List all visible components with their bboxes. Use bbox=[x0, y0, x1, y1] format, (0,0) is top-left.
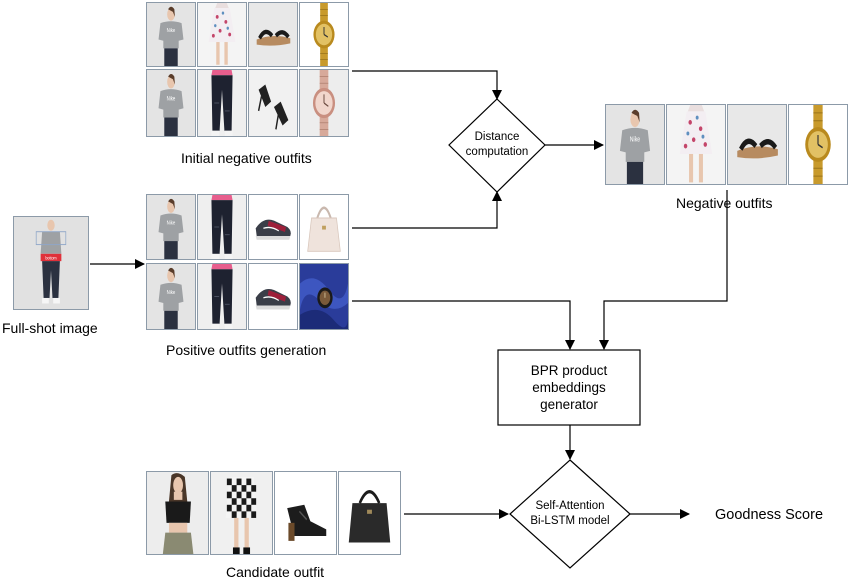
candidate-black-handbag-image bbox=[338, 471, 401, 555]
bpr-line-2: embeddings bbox=[532, 380, 606, 395]
pos-row1-black-jeans-image bbox=[197, 194, 247, 260]
connectors bbox=[90, 70, 728, 519]
arrow-negative-to-bpr bbox=[599, 190, 728, 350]
svg-text:Nike: Nike bbox=[167, 220, 176, 227]
negative-outfits-model-tshirt-image: Nike bbox=[605, 104, 665, 185]
pos-row2-sneaker-image bbox=[248, 263, 298, 330]
distance-line-2: computation bbox=[465, 146, 529, 158]
svg-text:bottom: bottom bbox=[45, 255, 57, 261]
candidate-outfit-caption: Candidate outfit bbox=[226, 564, 325, 580]
bilstm-model-label: Self-Attention Bi-LSTM model bbox=[505, 499, 635, 529]
pos-row2-blue-watch-image bbox=[299, 263, 349, 330]
arrow-neg-to-distance bbox=[352, 70, 502, 100]
distance-line-1: Distance bbox=[474, 131, 520, 143]
pos-row2-model-tshirt-image: Nike bbox=[146, 263, 196, 330]
neg-row2-rose-watch-image bbox=[299, 69, 349, 137]
bilstm-line-1: Self-Attention bbox=[535, 500, 605, 512]
neg-row2-heels-image bbox=[248, 69, 298, 137]
candidate-heel-bootie-image bbox=[274, 471, 337, 555]
candidate-model-crop-top-image bbox=[146, 471, 209, 555]
svg-text:Nike: Nike bbox=[167, 96, 176, 103]
negative-outfits-gold-watch-image bbox=[788, 104, 848, 185]
bpr-generator-label: BPR product embeddings generator bbox=[498, 362, 640, 413]
full-shot-model-image: bottom bbox=[13, 216, 89, 310]
arrow-pos-to-distance bbox=[352, 191, 502, 229]
pos-row1-model-tshirt-image: Nike bbox=[146, 194, 196, 260]
distance-computation-label: Distance computation bbox=[445, 130, 549, 160]
neg-row1-floral-skirt-image bbox=[197, 2, 247, 67]
bpr-generator-box bbox=[497, 349, 641, 426]
svg-text:Nike: Nike bbox=[167, 27, 176, 34]
neg-row1-sandal-image bbox=[248, 2, 298, 67]
svg-text:Nike: Nike bbox=[630, 136, 641, 144]
negative-outfits-caption: Negative outfits bbox=[676, 195, 773, 211]
svg-text:Nike: Nike bbox=[167, 289, 176, 296]
bilstm-model-diamond bbox=[509, 459, 631, 569]
initial-negative-outfits-caption: Initial negative outfits bbox=[181, 150, 312, 166]
full-shot-image-caption: Full-shot image bbox=[2, 320, 98, 336]
neg-row1-model-tshirt-image: Nike bbox=[146, 2, 196, 67]
bpr-line-3: generator bbox=[540, 397, 598, 412]
pos-row1-sneaker-image bbox=[248, 194, 298, 260]
bpr-line-1: BPR product bbox=[530, 363, 608, 378]
negative-outfits-sandal-image bbox=[727, 104, 787, 185]
pos-row1-handbag-image bbox=[299, 194, 349, 260]
candidate-checked-skirt-image bbox=[210, 471, 273, 555]
neg-row1-gold-watch-image bbox=[299, 2, 349, 67]
neg-row2-black-jeans-image bbox=[197, 69, 247, 137]
positive-outfits-generation-caption: Positive outfits generation bbox=[166, 342, 327, 358]
goodness-score-label: Goodness Score bbox=[715, 507, 824, 523]
negative-outfits-floral-skirt-image bbox=[666, 104, 726, 185]
bilstm-line-2: Bi-LSTM model bbox=[530, 515, 610, 527]
arrow-pos-to-bpr bbox=[352, 300, 575, 350]
pos-row2-black-jeans-image bbox=[197, 263, 247, 330]
distance-computation-diamond bbox=[448, 98, 546, 193]
neg-row2-model-tshirt-image: Nike bbox=[146, 69, 196, 137]
